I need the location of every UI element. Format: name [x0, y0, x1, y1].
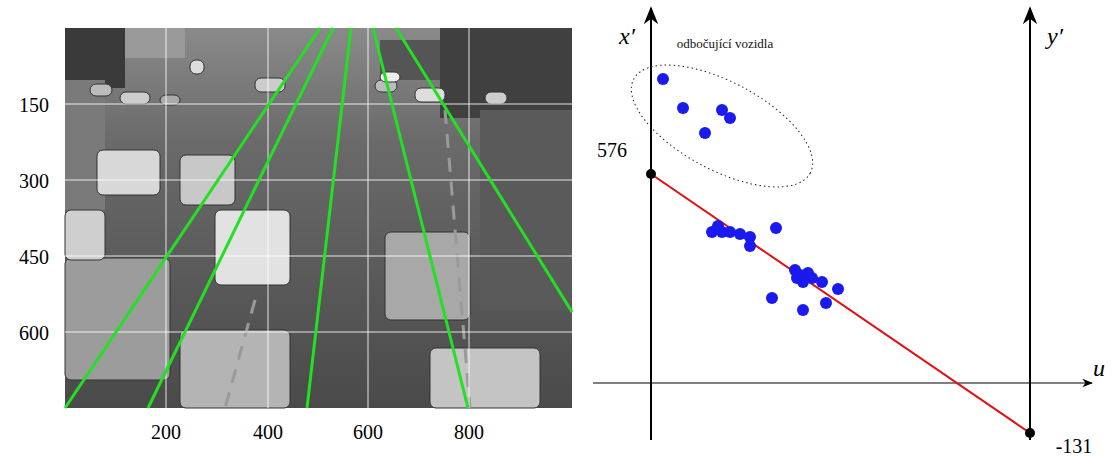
annotation-ellipse: odbočující vozidla — [610, 34, 840, 204]
ellipse-outline — [613, 40, 831, 212]
tick-label: 300 — [19, 171, 49, 191]
photo-background — [480, 110, 572, 310]
grid-line — [469, 28, 470, 408]
data-point — [724, 112, 736, 124]
tick-label: 600 — [353, 422, 383, 442]
tick-label: 200 — [151, 422, 181, 442]
grid-line — [166, 28, 167, 408]
axis-line — [593, 382, 1092, 383]
tick-label: 150 — [19, 95, 49, 115]
group-label: odbočující vozidla — [610, 34, 840, 52]
axis-label: x′ — [619, 24, 635, 48]
data-point — [820, 297, 832, 309]
grid-line — [65, 256, 572, 257]
grid-line — [65, 332, 572, 333]
detected-line — [396, 28, 572, 312]
axis-line — [650, 8, 652, 440]
data-point — [657, 73, 669, 85]
detected-line — [373, 28, 468, 408]
photo-background — [65, 28, 125, 88]
data-point — [677, 102, 689, 114]
car-shape — [190, 60, 204, 74]
car-shape — [180, 330, 290, 408]
tick-label: 600 — [19, 323, 49, 343]
camera-photo — [65, 28, 572, 408]
ellipse-outline — [610, 34, 840, 204]
car-shape — [120, 92, 150, 104]
parameter-plot — [593, 8, 1092, 440]
car-shape — [485, 92, 507, 104]
tick-label: 450 — [19, 247, 49, 267]
axis-label: u — [1093, 356, 1105, 380]
data-point — [744, 240, 756, 252]
grid-line — [65, 180, 572, 181]
grid-line — [368, 28, 369, 408]
intercept-dot — [646, 169, 656, 179]
data-point — [766, 292, 778, 304]
data-point — [797, 304, 809, 316]
data-point — [816, 276, 828, 288]
data-point — [770, 222, 782, 234]
car-shape — [65, 210, 105, 260]
grid-line — [268, 28, 269, 408]
axis-label: y′ — [1047, 24, 1063, 48]
car-shape — [430, 348, 540, 408]
intercept-value: -131 — [1056, 436, 1093, 456]
lane-marking — [225, 300, 255, 408]
tick-label: 400 — [253, 422, 283, 442]
photo-background — [125, 28, 185, 58]
car-shape — [97, 150, 160, 195]
intercept-dot — [1025, 428, 1035, 438]
detected-line — [65, 28, 320, 408]
tick-label: 800 — [454, 422, 484, 442]
car-shape — [90, 84, 112, 96]
data-point — [724, 226, 736, 238]
data-point — [832, 283, 844, 295]
photo-ground — [65, 28, 572, 408]
fitted-line — [651, 174, 1030, 433]
grid-line — [65, 104, 572, 105]
data-point — [699, 127, 711, 139]
intercept-value: 576 — [597, 140, 627, 160]
axis-line — [1029, 8, 1031, 440]
data-point — [791, 272, 803, 284]
detected-line — [148, 28, 333, 408]
detected-line — [307, 28, 351, 408]
